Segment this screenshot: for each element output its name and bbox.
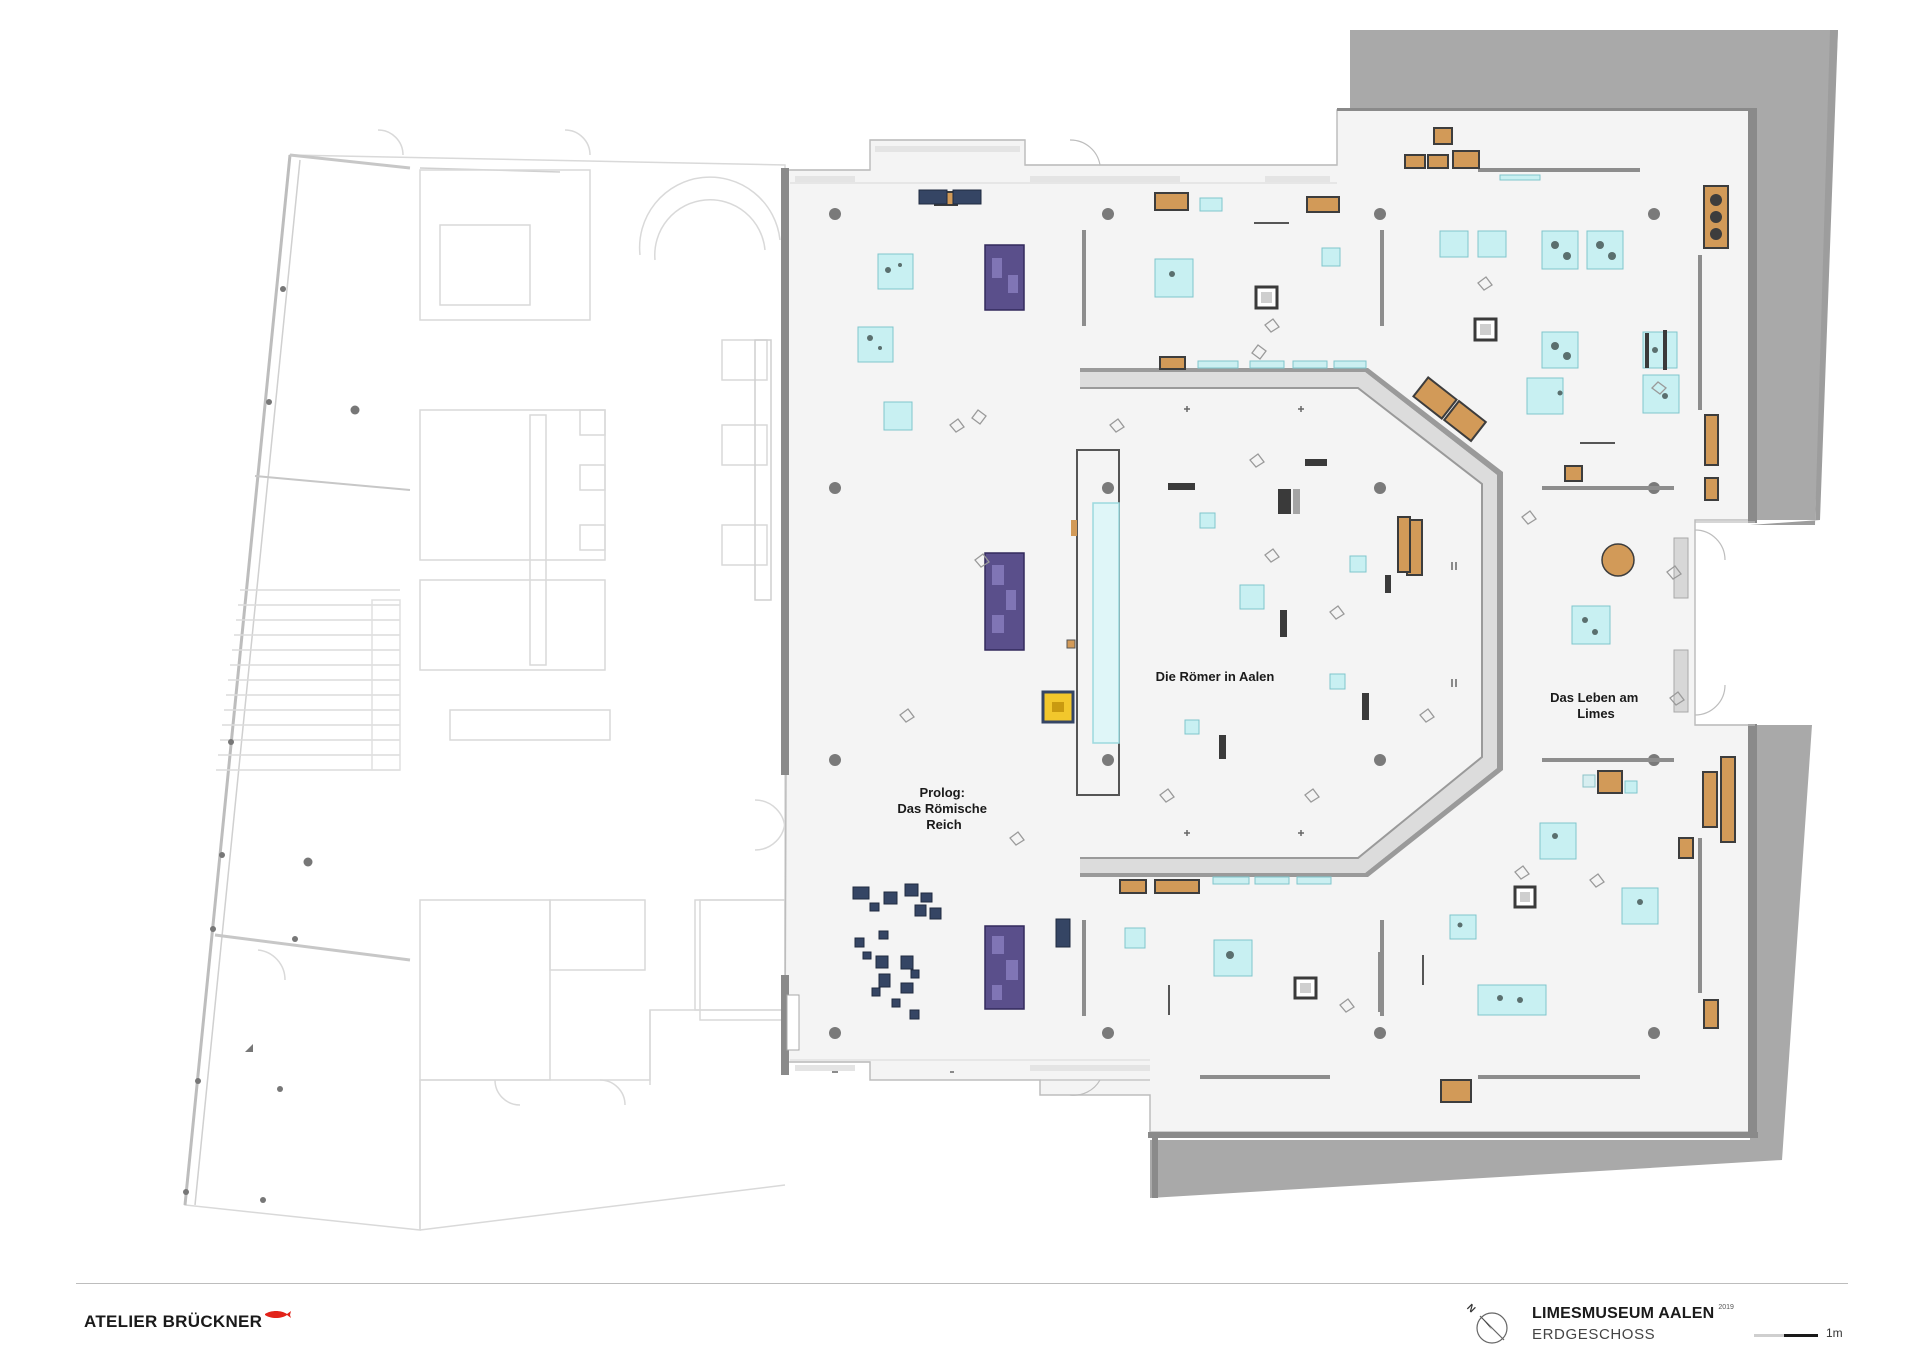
room-label-roemer: Die Römer in Aalen — [1156, 669, 1275, 684]
round-display — [1601, 543, 1635, 577]
framed-plinth-inner — [1261, 292, 1530, 993]
partition-walls — [1082, 168, 1702, 1079]
facade-lines — [790, 139, 1755, 1081]
column-ticks — [832, 406, 1457, 1073]
central-room-walls — [1076, 368, 1503, 877]
visitor-figures — [899, 276, 1685, 1013]
wood-case-markers — [1710, 194, 1722, 240]
room-label-limes: Das Leben am Limes — [1550, 690, 1642, 721]
existing-building — [183, 129, 906, 1231]
floor-vents — [795, 146, 1330, 1071]
room-label-prolog: Prolog: Das Römische Reich — [897, 785, 990, 832]
small-orange-marker — [1071, 520, 1077, 536]
wood-vitrines — [934, 127, 1736, 1103]
existing-marker-triangle — [245, 1044, 253, 1052]
columns — [829, 208, 1660, 1039]
media-table-details — [992, 258, 1018, 1000]
plinths — [1168, 459, 1411, 759]
navy-objects — [852, 189, 1071, 1020]
info-screens — [1582, 774, 1596, 788]
wall-panels — [786, 330, 1689, 1051]
structural-walls — [781, 108, 1758, 1198]
display-cases — [857, 174, 1680, 1016]
existing-columns — [183, 286, 360, 1203]
right-entrance — [1069, 139, 1726, 1096]
roof-surround — [1150, 30, 1838, 1198]
case-objects — [867, 241, 1668, 1003]
